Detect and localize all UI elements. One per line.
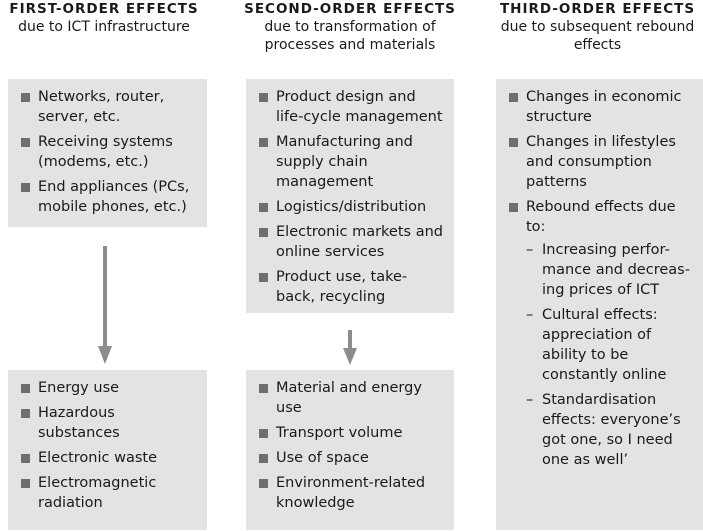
dash-bullet-icon: – [526,307,534,323]
square-bullet-icon [21,384,30,393]
list-item: Product use, take-back, recycling [258,267,446,307]
third-order-rebound-box: Changes in economic structure Changes in… [496,79,703,530]
list-item: Logistics/distribution [258,197,446,217]
list-item: Energy use [20,378,199,398]
list-item: Transport volume [258,423,446,443]
square-bullet-icon [509,203,518,212]
square-bullet-icon [259,203,268,212]
square-bullet-icon [259,93,268,102]
square-bullet-icon [21,409,30,418]
square-bullet-icon [259,273,268,282]
list-item: Receiving systems (modems, etc.) [20,132,199,172]
sub-list-item: –Increasing perfor-mance and decreas-ing… [526,242,690,298]
first-order-header: FIRST-ORDER EFFECTS due to ICT infrastru… [0,0,208,36]
square-bullet-icon [259,384,268,393]
down-arrow-icon [343,330,357,365]
sub-list-item: –Cultural effects: appreciation of abili… [526,307,667,383]
square-bullet-icon [21,138,30,147]
first-order-infrastructure-box: Networks, router, server, etc. Receiving… [8,79,207,227]
first-order-effects-box: Energy use Hazardous substances Electron… [8,370,207,530]
square-bullet-icon [21,93,30,102]
list-item: Environment-related knowledge [258,473,446,513]
sub-list-item: –Standardisation effects: everyone’s got… [526,392,681,468]
square-bullet-icon [259,454,268,463]
square-bullet-icon [509,93,518,102]
square-bullet-icon [21,454,30,463]
list-item: Changes in economic structure [508,87,695,127]
square-bullet-icon [509,138,518,147]
list-item: Electronic markets and online services [258,222,446,262]
list-item: Electronic waste [20,448,199,468]
list-item: Manufacturing and supply chain managemen… [258,132,446,192]
square-bullet-icon [21,479,30,488]
list-item: Use of space [258,448,446,468]
rebound-subitems: –Increasing perfor-mance and decreas-ing… [526,240,695,470]
second-order-processes-box: Product design and life-cycle management… [246,79,454,313]
third-order-title: THIRD-ORDER EFFECTS [499,1,696,17]
second-order-title: SECOND-ORDER EFFECTS [244,1,456,17]
down-arrow-icon [98,246,112,364]
dash-bullet-icon: – [526,392,534,408]
first-order-subtitle: due to ICT infrastructure [18,19,190,35]
second-order-subtitle: due to transformation of processes and m… [264,19,436,53]
square-bullet-icon [259,228,268,237]
second-order-effects-box: Material and energy use Transport volume… [246,370,454,530]
first-order-title: FIRST-ORDER EFFECTS [9,1,199,17]
square-bullet-icon [259,429,268,438]
dash-bullet-icon: – [526,242,534,258]
square-bullet-icon [21,183,30,192]
list-item: Hazardous substances [20,403,199,443]
second-order-header: SECOND-ORDER EFFECTS due to transformati… [240,0,460,54]
third-order-subtitle: due to subsequent rebound effects [500,19,695,53]
list-item: End appliances (PCs, mobile phones, etc.… [20,177,199,217]
list-item: Rebound effects due to: –Increasing perf… [508,197,695,470]
square-bullet-icon [259,479,268,488]
list-item: Changes in lifestyles and consumption pa… [508,132,695,192]
list-item: Material and energy use [258,378,446,418]
square-bullet-icon [259,138,268,147]
third-order-header: THIRD-ORDER EFFECTS due to subsequent re… [492,0,703,54]
list-item: Networks, router, server, etc. [20,87,199,127]
list-item: Electromagnetic radiation [20,473,199,513]
list-item: Product design and life-cycle management [258,87,446,127]
